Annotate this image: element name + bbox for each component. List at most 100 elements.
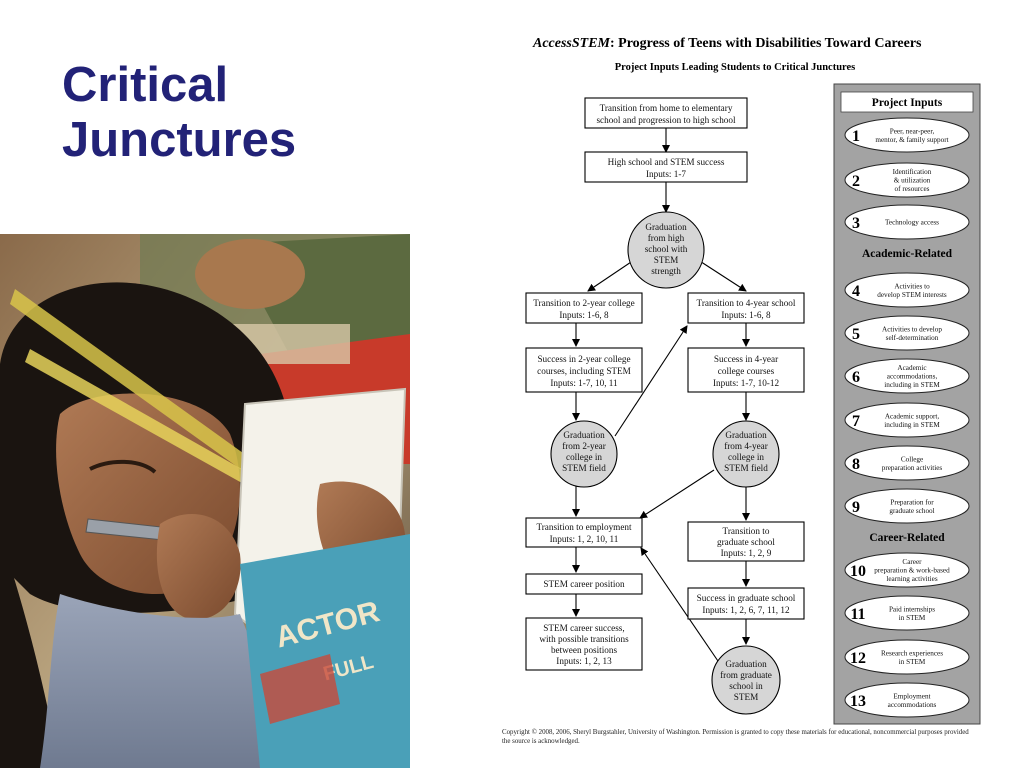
copyright-notice: Copyright © 2008, 2006, Sheryl Burgstahl…	[502, 729, 969, 745]
project-input-label: including in STEM	[884, 381, 940, 389]
project-input-1: 1 Peer, near-peer,mentor, & family suppor…	[844, 117, 970, 153]
arrow	[614, 325, 688, 437]
diagram-subtitle: Project Inputs Leading Students to Criti…	[615, 62, 856, 73]
box-line: Inputs: 1, 2, 9	[721, 548, 772, 558]
box-line: Transition to 4-year school	[697, 298, 796, 308]
project-input-label: of resources	[895, 185, 930, 193]
circle-line: college in	[728, 452, 764, 462]
project-input-label: Activities to develop	[882, 325, 942, 333]
project-input-label: preparation & work-based	[874, 567, 950, 575]
box-line: Transition to	[723, 526, 770, 536]
box-line: Success in 4-year	[714, 354, 778, 364]
project-input-label: Career	[902, 558, 922, 566]
box-transition-home: Transition from home to elementary schoo…	[584, 97, 748, 129]
box-line: Inputs: 1-7	[646, 169, 686, 179]
project-input-number: 1	[852, 128, 860, 145]
box-line: Inputs: 1, 2, 10, 11	[550, 534, 619, 544]
project-input-label: self-determination	[886, 334, 939, 342]
circle-line: from high	[648, 233, 685, 243]
project-input-number: 11	[850, 606, 865, 623]
project-input-number: 4	[852, 283, 860, 300]
slide-title-line-1: Critical	[62, 58, 229, 112]
circle-4yr-graduation: Graduation from 4-year college in STEM f…	[712, 420, 780, 488]
project-input-number: 3	[852, 215, 860, 232]
box-line: Success in 2-year college	[537, 354, 630, 364]
project-input-number: 2	[852, 173, 860, 190]
circle-line: from 4-year	[724, 441, 768, 451]
project-input-label: Technology access	[885, 219, 939, 227]
project-input-label: Employment	[893, 692, 930, 700]
project-input-oval	[844, 445, 970, 481]
box-success-4yr: Success in 4-year college courses Inputs…	[687, 347, 805, 393]
project-input-label: Identification	[893, 168, 932, 176]
box-line: STEM career position	[543, 579, 625, 589]
box-line: Success in graduate school	[697, 593, 796, 603]
circle-line: Graduation	[725, 659, 767, 669]
circle-graduate-graduation: Graduation from graduate school in STEM	[711, 645, 781, 715]
box-line: courses, including STEM	[537, 366, 631, 376]
arrow	[639, 469, 715, 519]
project-input-oval	[844, 682, 970, 718]
academic-related-heading: Academic-Related	[862, 248, 953, 260]
project-input-label: learning activities	[886, 575, 937, 583]
circle-2yr-graduation: Graduation from 2-year college in STEM f…	[550, 420, 618, 488]
project-input-label: Academic	[897, 364, 926, 372]
box-line: Inputs: 1-6, 8	[559, 310, 609, 320]
project-input-label: accommodations,	[887, 373, 938, 381]
project-input-label: Peer, near-peer,	[890, 127, 935, 135]
project-input-3: 3 Technology access	[844, 204, 970, 240]
box-transition-4yr: Transition to 4-year school Inputs: 1-6,…	[687, 292, 805, 324]
project-input-label: Paid internships	[889, 605, 935, 613]
circle-line: STEM	[734, 692, 759, 702]
project-input-number: 10	[850, 563, 866, 580]
slide-title: Critical Junctures	[62, 58, 362, 168]
circle-line: STEM field	[724, 463, 768, 473]
box-line: Inputs: 1-6, 8	[721, 310, 771, 320]
project-input-oval	[844, 488, 970, 524]
circle-line: from 2-year	[562, 441, 606, 451]
project-input-oval	[844, 162, 970, 198]
box-line: Inputs: 1-7, 10-12	[713, 378, 779, 388]
box-success-graduate: Success in graduate school Inputs: 1, 2,…	[687, 587, 805, 620]
project-input-number: 8	[852, 456, 860, 473]
project-input-oval	[844, 272, 970, 308]
box-line: between positions	[551, 645, 618, 655]
project-input-oval	[844, 639, 970, 675]
student-photo: ACTOR FULL	[0, 234, 410, 768]
box-career-success: STEM career success, with possible trans…	[525, 617, 643, 671]
project-input-number: 5	[852, 326, 860, 343]
career-related-heading: Career-Related	[869, 532, 945, 544]
project-inputs-heading: Project Inputs	[872, 97, 943, 109]
project-input-number: 13	[850, 693, 866, 710]
project-input-oval	[844, 117, 970, 153]
project-input-label: Activities to	[894, 282, 930, 290]
project-input-label: & utilization	[894, 177, 931, 185]
project-input-oval	[844, 204, 970, 240]
accessstem-flowchart: AccessSTEM: Progress of Teens with Disab…	[525, 36, 981, 725]
box-line: with possible transitions	[539, 634, 629, 644]
project-input-oval	[844, 595, 970, 631]
circle-line: Graduation	[563, 430, 605, 440]
circle-line: from graduate	[720, 670, 772, 680]
diagram-title-rest: : Progress of Teens with Disabilities To…	[610, 36, 922, 51]
box-transition-2yr: Transition to 2-year college Inputs: 1-6…	[525, 292, 643, 324]
project-input-label: Preparation for	[890, 498, 934, 506]
project-input-oval	[844, 402, 970, 438]
box-line: Inputs: 1, 2, 13	[556, 656, 612, 666]
project-input-oval	[844, 315, 970, 351]
project-inputs-panel: Project Inputs Academic-Related Career-R…	[833, 83, 981, 725]
project-input-label: in STEM	[899, 614, 926, 622]
project-input-label: preparation activities	[882, 464, 943, 472]
slide-title-line-2: Junctures	[62, 113, 297, 167]
circle-line: Graduation	[645, 222, 687, 232]
project-input-label: mentor, & family support	[875, 136, 948, 144]
